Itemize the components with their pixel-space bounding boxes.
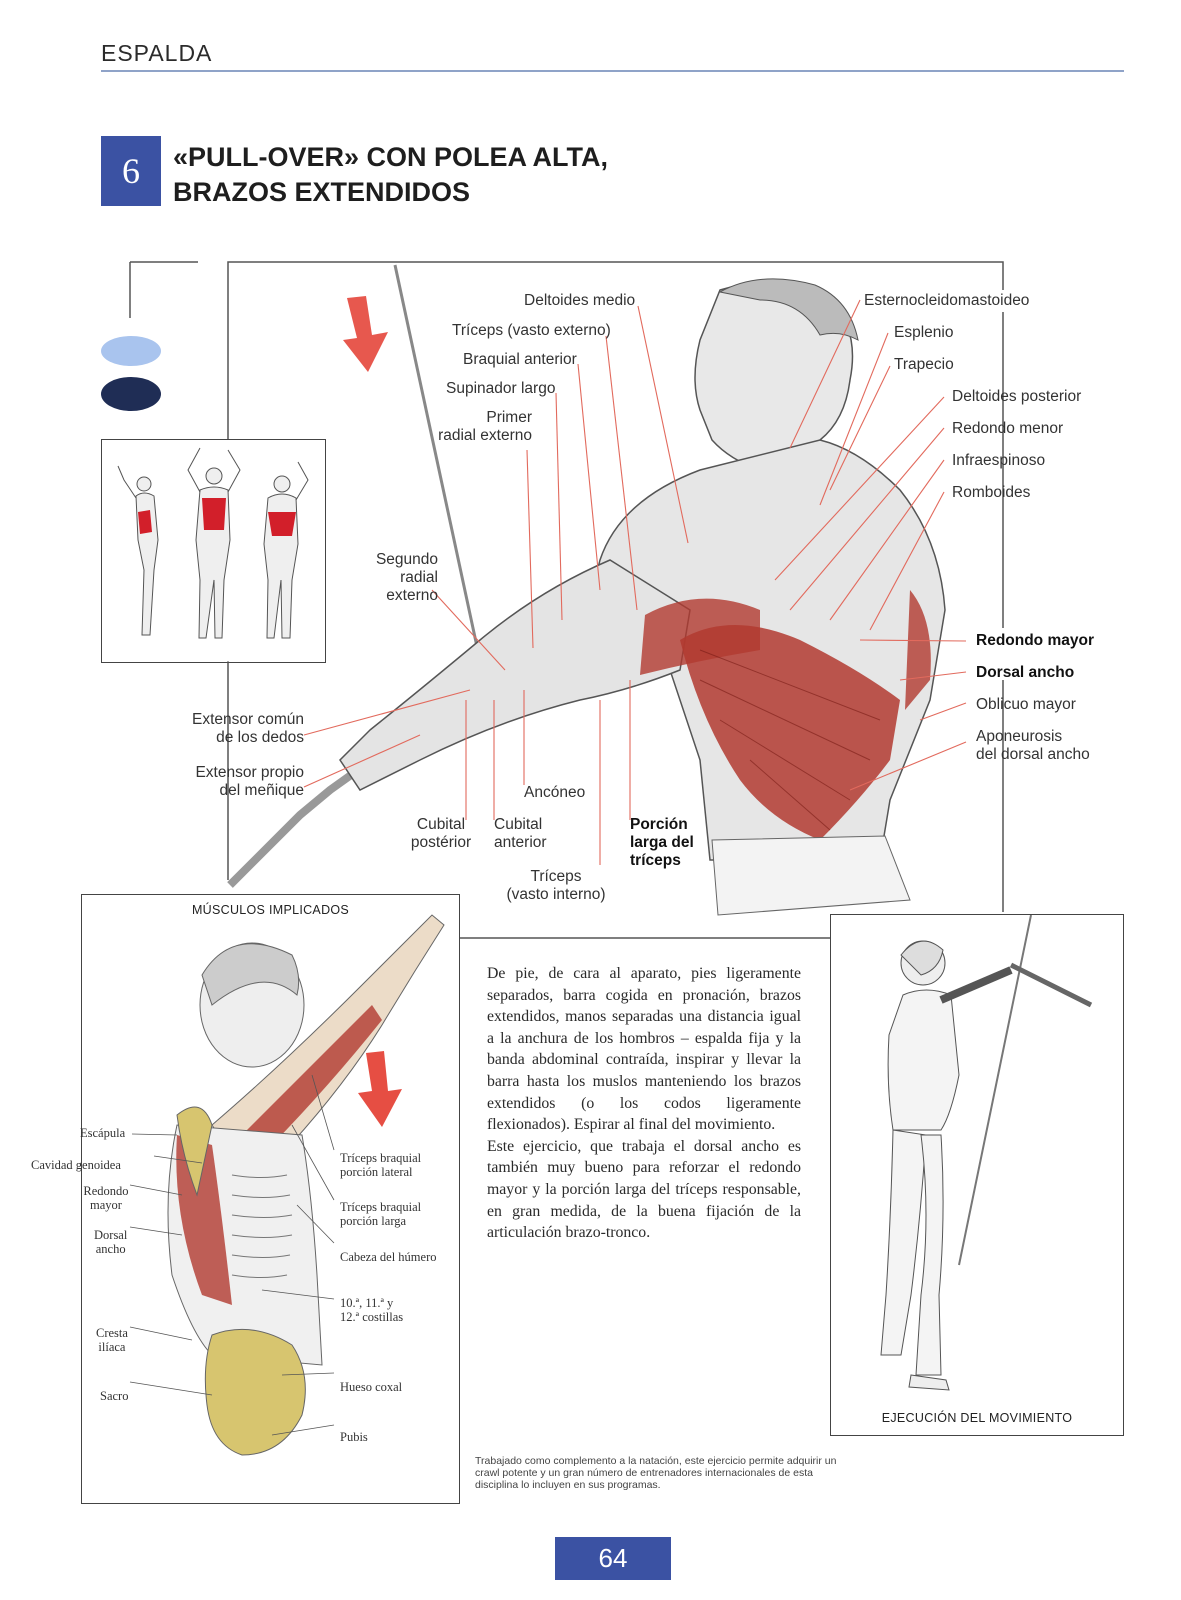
label-trapecio: Trapecio bbox=[894, 356, 954, 373]
label-triceps-interno: Tríceps (vasto interno) bbox=[500, 868, 612, 904]
label-porcion-larga: Porción larga del tríceps bbox=[630, 816, 694, 870]
page-number: 64 bbox=[555, 1537, 671, 1580]
label-esplenio: Esplenio bbox=[894, 324, 954, 341]
dark-muscle-legend-oval bbox=[101, 377, 161, 411]
muscles-implicated-box: MÚSCULOS IMPLICADOS bbox=[81, 894, 460, 1504]
label-primer-radial: Primer radial externo bbox=[420, 409, 532, 445]
muscle-thumbnail-box bbox=[101, 439, 326, 663]
exercise-number: 6 bbox=[101, 136, 161, 206]
label-primer-radial-l1: Primer bbox=[486, 409, 532, 426]
exercise-description: De pie, de cara al aparato, pies ligeram… bbox=[487, 963, 801, 1244]
label-cubital-anterior-l1: Cubital bbox=[494, 816, 543, 833]
label-triceps-interno-l1: Tríceps bbox=[530, 868, 582, 885]
label-cavidad-genoidea: Cavidad genoidea bbox=[31, 1158, 121, 1172]
label-hueso-coxal: Hueso coxal bbox=[340, 1380, 403, 1394]
label-redondo-menor: Redondo menor bbox=[952, 420, 1064, 437]
label-extensor-comun: Extensor común de los dedos bbox=[170, 711, 304, 747]
label-triceps-larga-l2: porción larga bbox=[340, 1214, 407, 1228]
label-redondo-small-l2: mayor bbox=[90, 1198, 122, 1212]
label-cubital-posterior-l1: Cubital bbox=[416, 816, 466, 833]
label-escapula: Escápula bbox=[80, 1126, 126, 1140]
label-cresta-l1: Cresta bbox=[96, 1326, 128, 1340]
label-extensor-comun-l2: de los dedos bbox=[216, 729, 304, 746]
label-segundo-radial-l2: radial bbox=[400, 569, 438, 586]
description-paragraph-1: De pie, de cara al aparato, pies ligeram… bbox=[487, 965, 801, 1134]
label-deltoides-posterior: Deltoides posterior bbox=[952, 388, 1082, 405]
label-aponeurosis-l2: del dorsal ancho bbox=[976, 746, 1090, 763]
muscles-box-heading: MÚSCULOS IMPLICADOS bbox=[191, 903, 350, 917]
label-extensor-propio-l2: del meñique bbox=[219, 782, 304, 799]
label-cubital-posterior: Cubital postérior bbox=[408, 816, 474, 852]
label-dorsal-small-l1: Dorsal bbox=[94, 1228, 128, 1242]
label-dorsal-small-l2: ancho bbox=[95, 1242, 126, 1256]
execution-heading: EJECUCIÓN DEL MOVIMIENTO bbox=[881, 1411, 1073, 1425]
label-triceps-lat-l1: Tríceps braquial bbox=[340, 1151, 422, 1165]
label-segundo-radial-l1: Segundo bbox=[375, 551, 438, 568]
label-cresta-l2: ilíaca bbox=[98, 1340, 126, 1354]
label-triceps-lat-l2: porción lateral bbox=[340, 1165, 413, 1179]
label-extensor-propio: Extensor propio del meñique bbox=[170, 764, 304, 800]
label-porcion-larga-l1: Porción bbox=[630, 816, 688, 833]
label-braquial-anterior: Braquial anterior bbox=[463, 351, 577, 368]
label-triceps-larga-l1: Tríceps braquial bbox=[340, 1200, 422, 1214]
label-oblicuo-mayor: Oblicuo mayor bbox=[976, 696, 1076, 713]
label-pubis: Pubis bbox=[340, 1430, 368, 1444]
label-cresta-iliaca: Cresta ilíaca bbox=[96, 1326, 128, 1354]
execution-figure bbox=[880, 915, 1093, 1391]
exercise-title: «PULL-OVER» CON POLEA ALTA, BRAZOS EXTEN… bbox=[173, 140, 608, 210]
label-romboides: Romboides bbox=[952, 484, 1031, 501]
title-line-2: BRAZOS EXTENDIDOS bbox=[173, 177, 471, 207]
label-aponeurosis: Aponeurosis del dorsal ancho bbox=[976, 728, 1090, 764]
label-extensor-comun-l1: Extensor común bbox=[192, 711, 304, 728]
label-cubital-posterior-l2: postérior bbox=[410, 834, 472, 851]
execution-box: EJECUCIÓN DEL MOVIMIENTO bbox=[830, 914, 1124, 1436]
label-costillas-l2: 12.ª costillas bbox=[340, 1310, 404, 1324]
label-redondo-small-l1: Redondo bbox=[83, 1184, 129, 1198]
label-triceps-externo: Tríceps (vasto externo) bbox=[452, 322, 611, 339]
label-anconeo: Ancóneo bbox=[524, 784, 586, 801]
thumbnail-figures bbox=[117, 447, 309, 639]
label-redondo-mayor-small: Redondo mayor bbox=[80, 1184, 132, 1212]
label-cabeza-humero: Cabeza del húmero bbox=[340, 1250, 437, 1264]
section-title: ESPALDA bbox=[101, 40, 213, 66]
label-triceps-larga: Tríceps braquial porción larga bbox=[340, 1200, 421, 1228]
label-porcion-larga-l3: tríceps bbox=[630, 852, 681, 869]
label-dorsal-ancho-small: Dorsal ancho bbox=[94, 1228, 127, 1256]
label-aponeurosis-l1: Aponeurosis bbox=[976, 728, 1063, 745]
label-esternocleido: Esternocleidomastoideo bbox=[864, 292, 1030, 309]
label-porcion-larga-l2: larga del bbox=[630, 834, 694, 851]
label-redondo-mayor: Redondo mayor bbox=[976, 632, 1094, 649]
label-extensor-propio-l1: Extensor propio bbox=[195, 764, 304, 781]
label-deltoides-medio: Deltoides medio bbox=[524, 292, 636, 309]
label-infraespinoso: Infraespinoso bbox=[952, 452, 1046, 469]
exercise-caption: Trabajado como complemento a la natación… bbox=[475, 1455, 837, 1491]
label-costillas-l1: 10.ª, 11.ª y bbox=[340, 1296, 394, 1310]
label-primer-radial-l2: radial externo bbox=[438, 427, 532, 444]
label-costillas: 10.ª, 11.ª y 12.ª costillas bbox=[340, 1296, 403, 1324]
light-muscle-legend-oval bbox=[101, 336, 161, 366]
label-cubital-anterior-l2: anterior bbox=[494, 834, 547, 851]
description-paragraph-2: Este ejercicio, que trabaja el dorsal an… bbox=[487, 1137, 801, 1242]
label-segundo-radial-l3: externo bbox=[386, 587, 438, 604]
label-triceps-interno-l2: (vasto interno) bbox=[506, 886, 606, 903]
label-segundo-radial: Segundo radial externo bbox=[360, 551, 438, 605]
skeleton-illustration bbox=[129, 914, 445, 1456]
label-supinador-largo: Supinador largo bbox=[446, 380, 556, 397]
header-rule bbox=[101, 70, 1124, 72]
label-cubital-anterior: Cubital anterior bbox=[494, 816, 547, 852]
label-triceps-lateral: Tríceps braquial porción lateral bbox=[340, 1151, 421, 1179]
label-sacro: Sacro bbox=[100, 1389, 129, 1403]
label-dorsal-ancho: Dorsal ancho bbox=[976, 664, 1075, 681]
title-line-1: «PULL-OVER» CON POLEA ALTA, bbox=[173, 142, 609, 172]
